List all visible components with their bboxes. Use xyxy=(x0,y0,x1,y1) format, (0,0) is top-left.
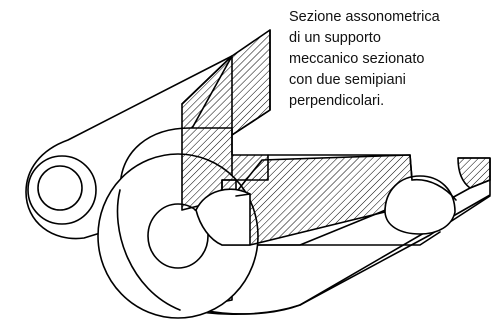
right-boss-arc xyxy=(411,178,457,201)
outline-strokes xyxy=(116,29,491,311)
figure-caption: Sezione assonometrica di un supporto mec… xyxy=(289,7,499,112)
caption-line: perpendicolari. xyxy=(289,93,385,109)
front-bore-cut-face xyxy=(195,188,251,246)
caption-line: Sezione assonometrica xyxy=(289,9,440,25)
caption-line: con due semipiani xyxy=(289,72,406,88)
front-bore-cut xyxy=(195,188,251,246)
right-boss-cutout xyxy=(384,175,456,235)
base-front-line xyxy=(249,231,441,246)
caption-line: meccanico sezionato xyxy=(289,51,425,67)
left-lug xyxy=(25,55,233,240)
right-boss xyxy=(384,175,457,235)
caption-line: di un supporto xyxy=(289,30,381,46)
base-plate-edge xyxy=(299,195,491,306)
horizontal-section-tip-hatch xyxy=(457,157,491,189)
front-boss-bore xyxy=(147,203,209,269)
left-lug-hole xyxy=(37,165,83,211)
